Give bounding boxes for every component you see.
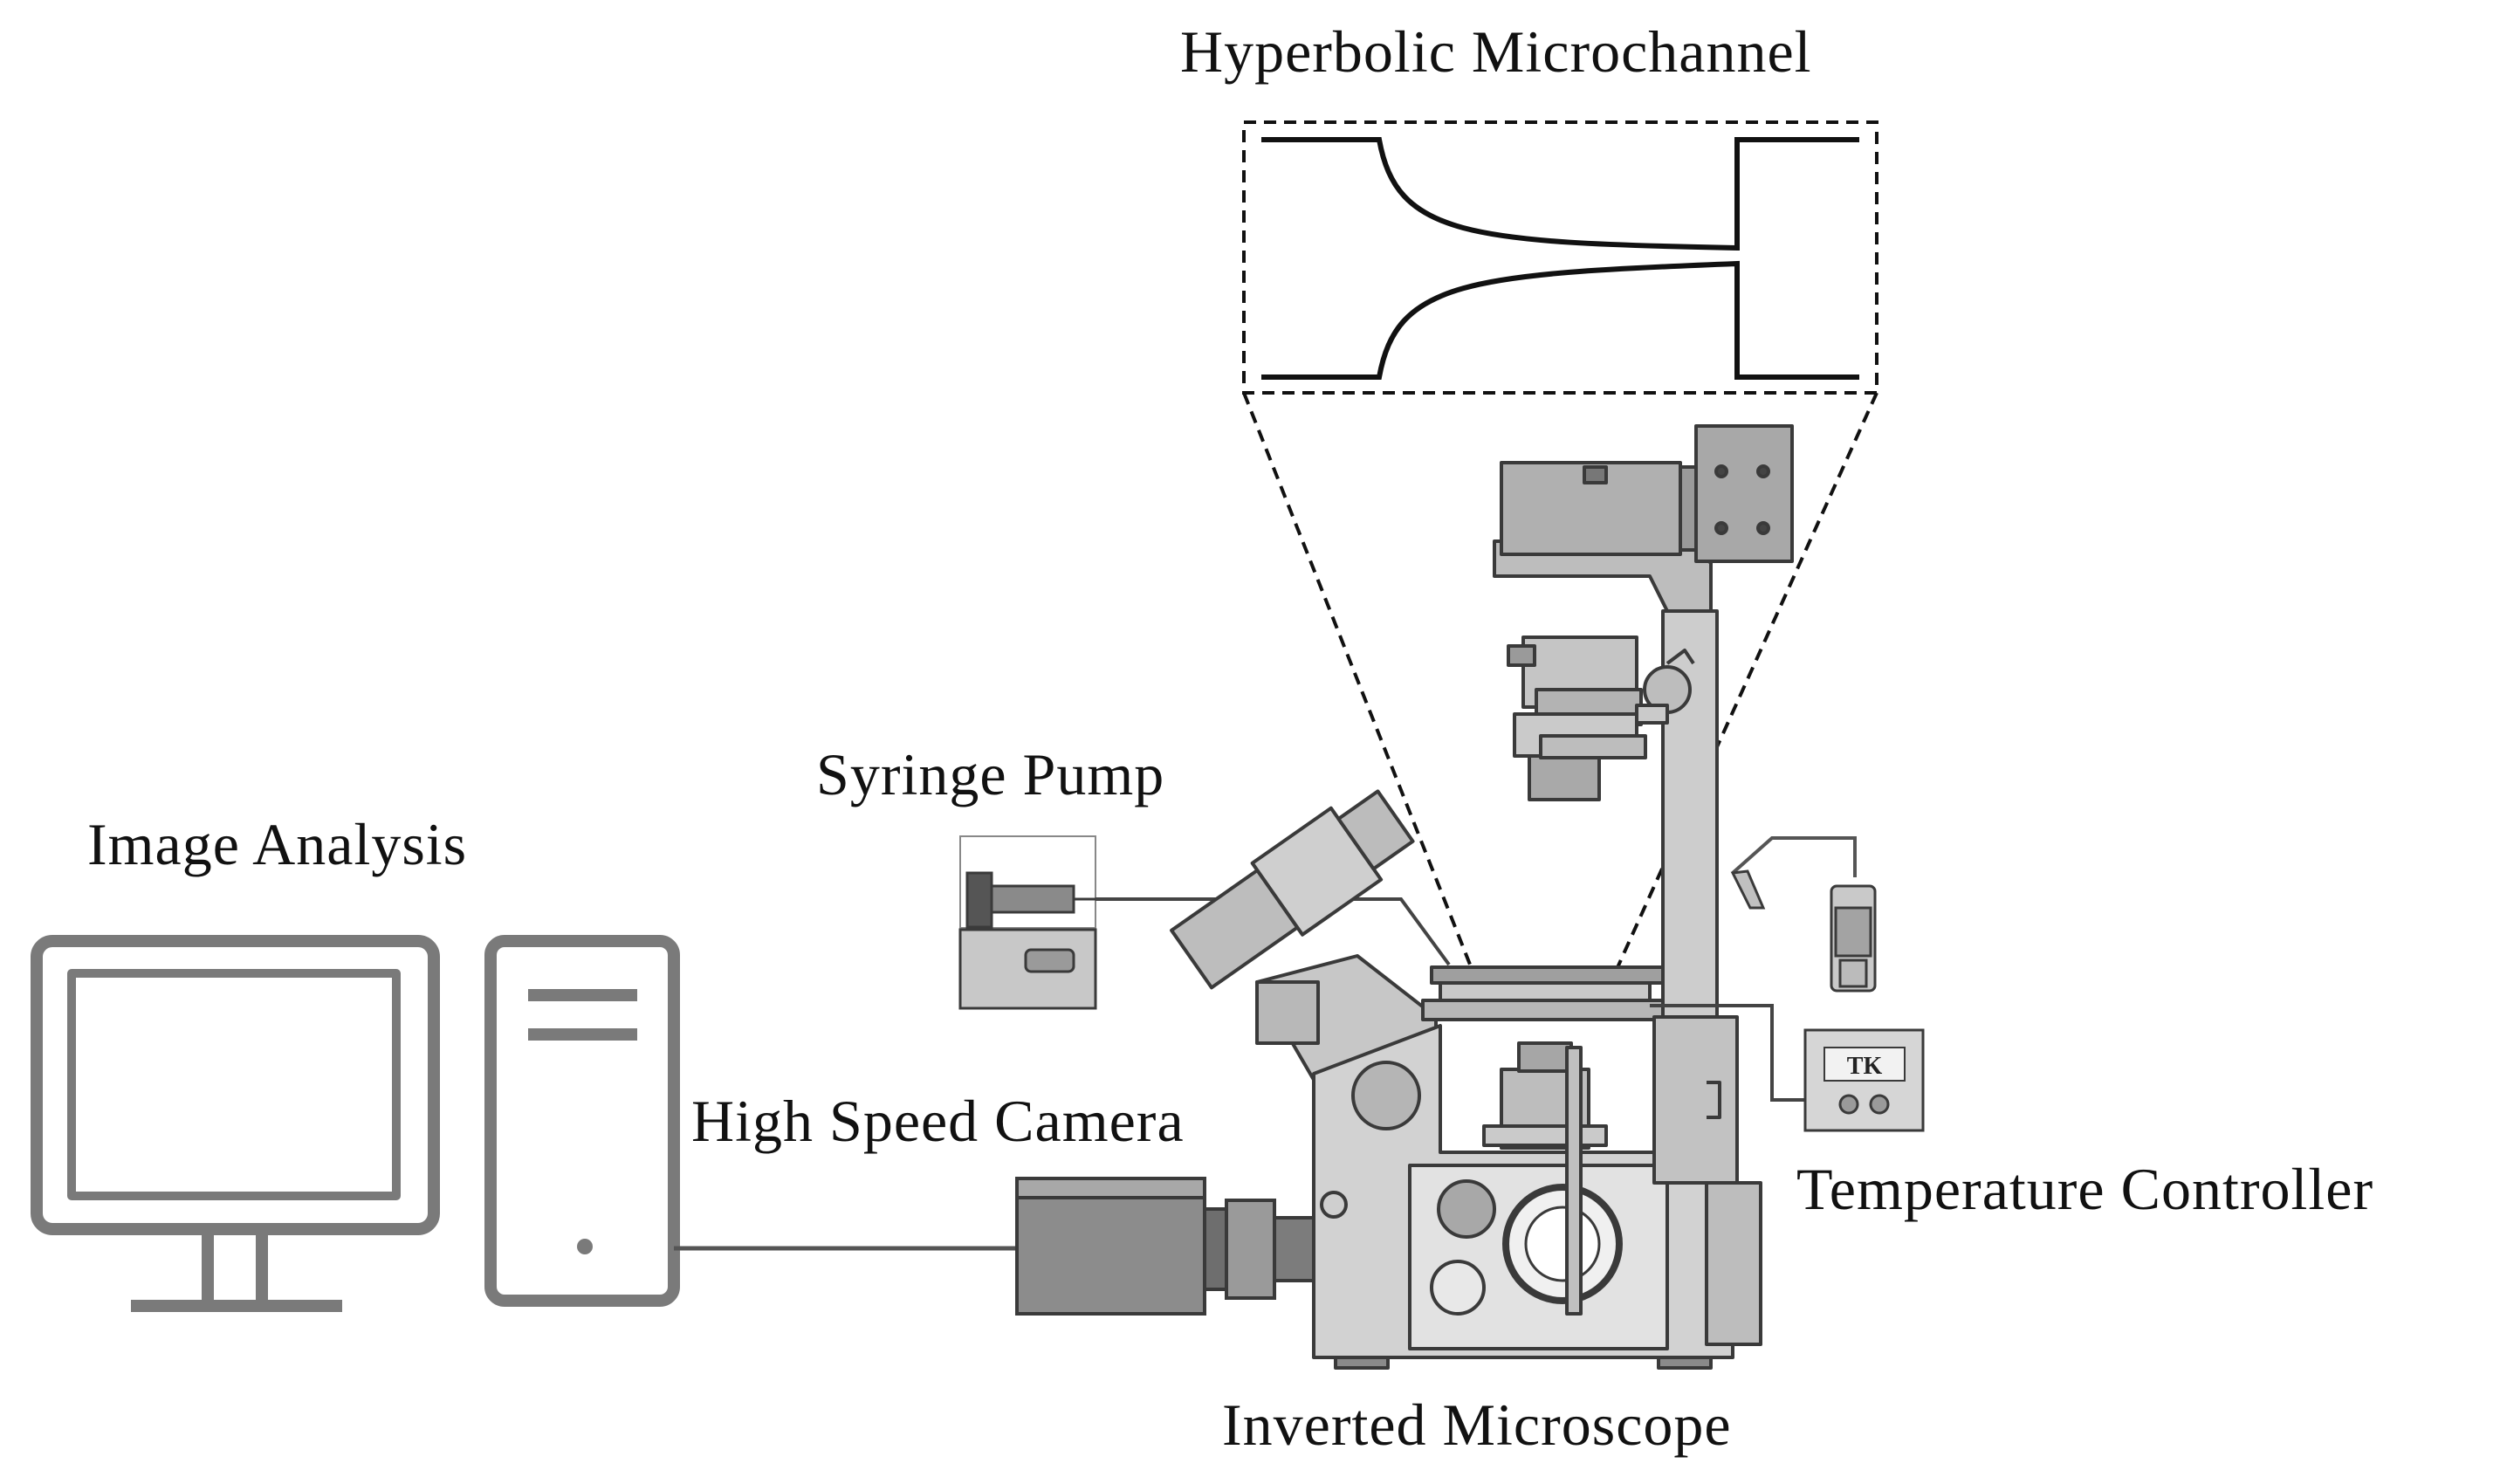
label-syringe-pump: Syringe Pump xyxy=(816,741,1164,807)
hyperbolic-microchannel-inset xyxy=(1242,120,1878,974)
dial-top xyxy=(1437,1179,1496,1239)
inverted-microscope xyxy=(1170,424,1794,1370)
label-inverted-microscope: Inverted Microscope xyxy=(1222,1391,1732,1458)
camera-lens xyxy=(1225,1199,1276,1300)
label-image-analysis: Image Analysis xyxy=(87,811,467,877)
camera-body xyxy=(1015,1177,1206,1316)
label-hyperbolic-microchannel: Hyperbolic Microchannel xyxy=(1180,18,1812,85)
focus-rod xyxy=(1565,1046,1583,1316)
zoom-line-left xyxy=(1242,392,1475,974)
tower-power-button xyxy=(577,1239,593,1254)
sensor-cable xyxy=(1650,1004,1805,1102)
dial-bottom xyxy=(1430,1260,1486,1316)
zoom-line-right xyxy=(1613,392,1878,974)
controller-display xyxy=(1823,1047,1906,1082)
camera-lens-ring xyxy=(1203,1207,1228,1291)
syringe-barrel xyxy=(989,884,1075,914)
syringe-pump xyxy=(958,835,1097,1010)
computer xyxy=(31,935,680,1312)
monitor-icon xyxy=(31,935,440,1235)
syringe-tube xyxy=(1095,897,1451,966)
channel-walls xyxy=(1261,137,1859,380)
side-block xyxy=(1705,1181,1762,1346)
controller-cable xyxy=(1731,836,1857,877)
tower-icon xyxy=(484,935,680,1307)
pump-frame xyxy=(959,835,1096,929)
label-temperature-controller: Temperature Controller xyxy=(1796,1156,2373,1222)
temperature-controller: TK xyxy=(1650,836,1925,1132)
inset-dashed-frame xyxy=(1242,120,1878,395)
label-high-speed-camera: High Speed Camera xyxy=(691,1088,1185,1154)
lamp-box xyxy=(1694,424,1794,563)
monitor-screen xyxy=(67,969,401,1200)
focus-knob xyxy=(1351,1061,1421,1130)
controller-display-text: TK xyxy=(1847,1053,1883,1080)
high-speed-camera xyxy=(1015,1177,1315,1316)
microscope-stage xyxy=(1430,965,1665,985)
